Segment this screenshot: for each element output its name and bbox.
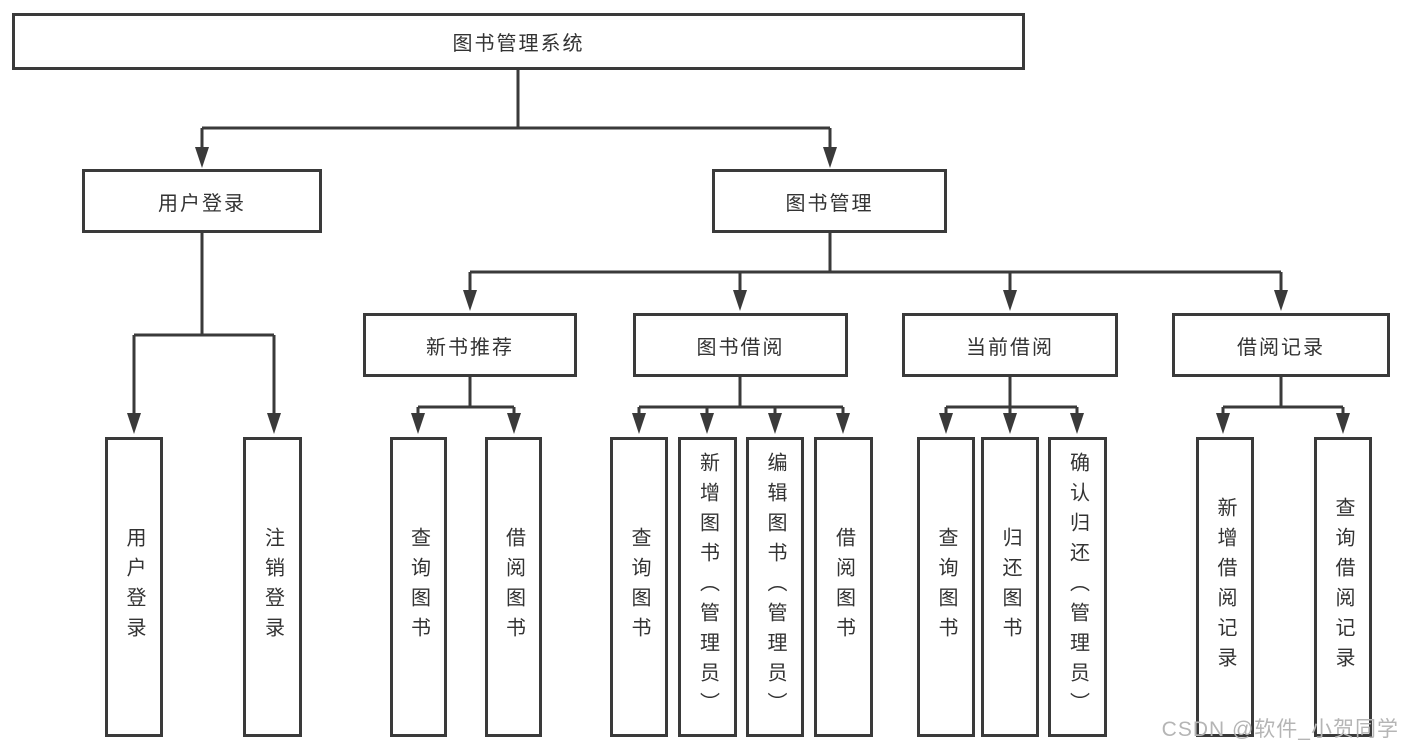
leaf-recommend-borrow-books: 借阅图书 [485, 437, 542, 737]
leaf-edit-books-admin: 编辑图书（管理员） [746, 437, 804, 737]
leaf-query-borrow-record-label: 查询借阅记录 [1332, 497, 1354, 677]
node-book-management-label: 图书管理 [785, 192, 874, 215]
node-current-borrow-label: 当前借阅 [966, 336, 1054, 359]
leaf-recommend-query-books-label: 查询图书 [407, 527, 430, 647]
leaf-borrow-books-label: 借阅图书 [832, 527, 855, 647]
node-new-book-recommend-label: 新书推荐 [426, 336, 514, 359]
leaf-borrow-query-books: 查询图书 [610, 437, 668, 737]
leaf-current-query-books-label: 查询图书 [935, 527, 957, 647]
leaf-query-borrow-record: 查询借阅记录 [1314, 437, 1372, 737]
leaf-recommend-borrow-books-label: 借阅图书 [502, 527, 525, 647]
leaf-user-login-label: 用户登录 [123, 527, 145, 647]
leaf-user-login: 用户登录 [105, 437, 163, 737]
leaf-recommend-query-books: 查询图书 [390, 437, 447, 737]
leaf-logout-label: 注销登录 [261, 527, 284, 647]
leaf-edit-books-admin-label: 编辑图书（管理员） [764, 452, 786, 722]
leaf-borrow-books: 借阅图书 [814, 437, 873, 737]
node-root-label: 图书管理系统 [452, 33, 585, 55]
node-root: 图书管理系统 [12, 13, 1025, 70]
leaf-add-books-admin: 新增图书（管理员） [678, 437, 737, 737]
leaf-logout: 注销登录 [243, 437, 302, 737]
node-current-borrow: 当前借阅 [902, 313, 1118, 377]
node-book-borrow: 图书借阅 [633, 313, 848, 377]
node-book-borrow-label: 图书借阅 [696, 336, 785, 359]
leaf-return-books: 归还图书 [981, 437, 1039, 737]
csdn-watermark: CSDN @软件_小贺同学 [1161, 718, 1399, 741]
node-borrow-records-label: 借阅记录 [1237, 336, 1325, 359]
node-user-login: 用户登录 [82, 169, 322, 233]
leaf-return-books-label: 归还图书 [999, 527, 1021, 647]
leaf-add-books-admin-label: 新增图书（管理员） [696, 452, 719, 722]
node-book-management: 图书管理 [712, 169, 947, 233]
leaf-borrow-query-books-label: 查询图书 [628, 527, 650, 647]
leaf-add-borrow-record-label: 新增借阅记录 [1214, 497, 1236, 677]
node-new-book-recommend: 新书推荐 [363, 313, 577, 377]
leaf-current-query-books: 查询图书 [917, 437, 975, 737]
node-borrow-records: 借阅记录 [1172, 313, 1390, 377]
leaf-confirm-return-admin-label: 确认归还（管理员） [1066, 452, 1089, 722]
leaf-confirm-return-admin: 确认归还（管理员） [1048, 437, 1107, 737]
node-user-login-label: 用户登录 [158, 192, 246, 215]
leaf-add-borrow-record: 新增借阅记录 [1196, 437, 1254, 737]
